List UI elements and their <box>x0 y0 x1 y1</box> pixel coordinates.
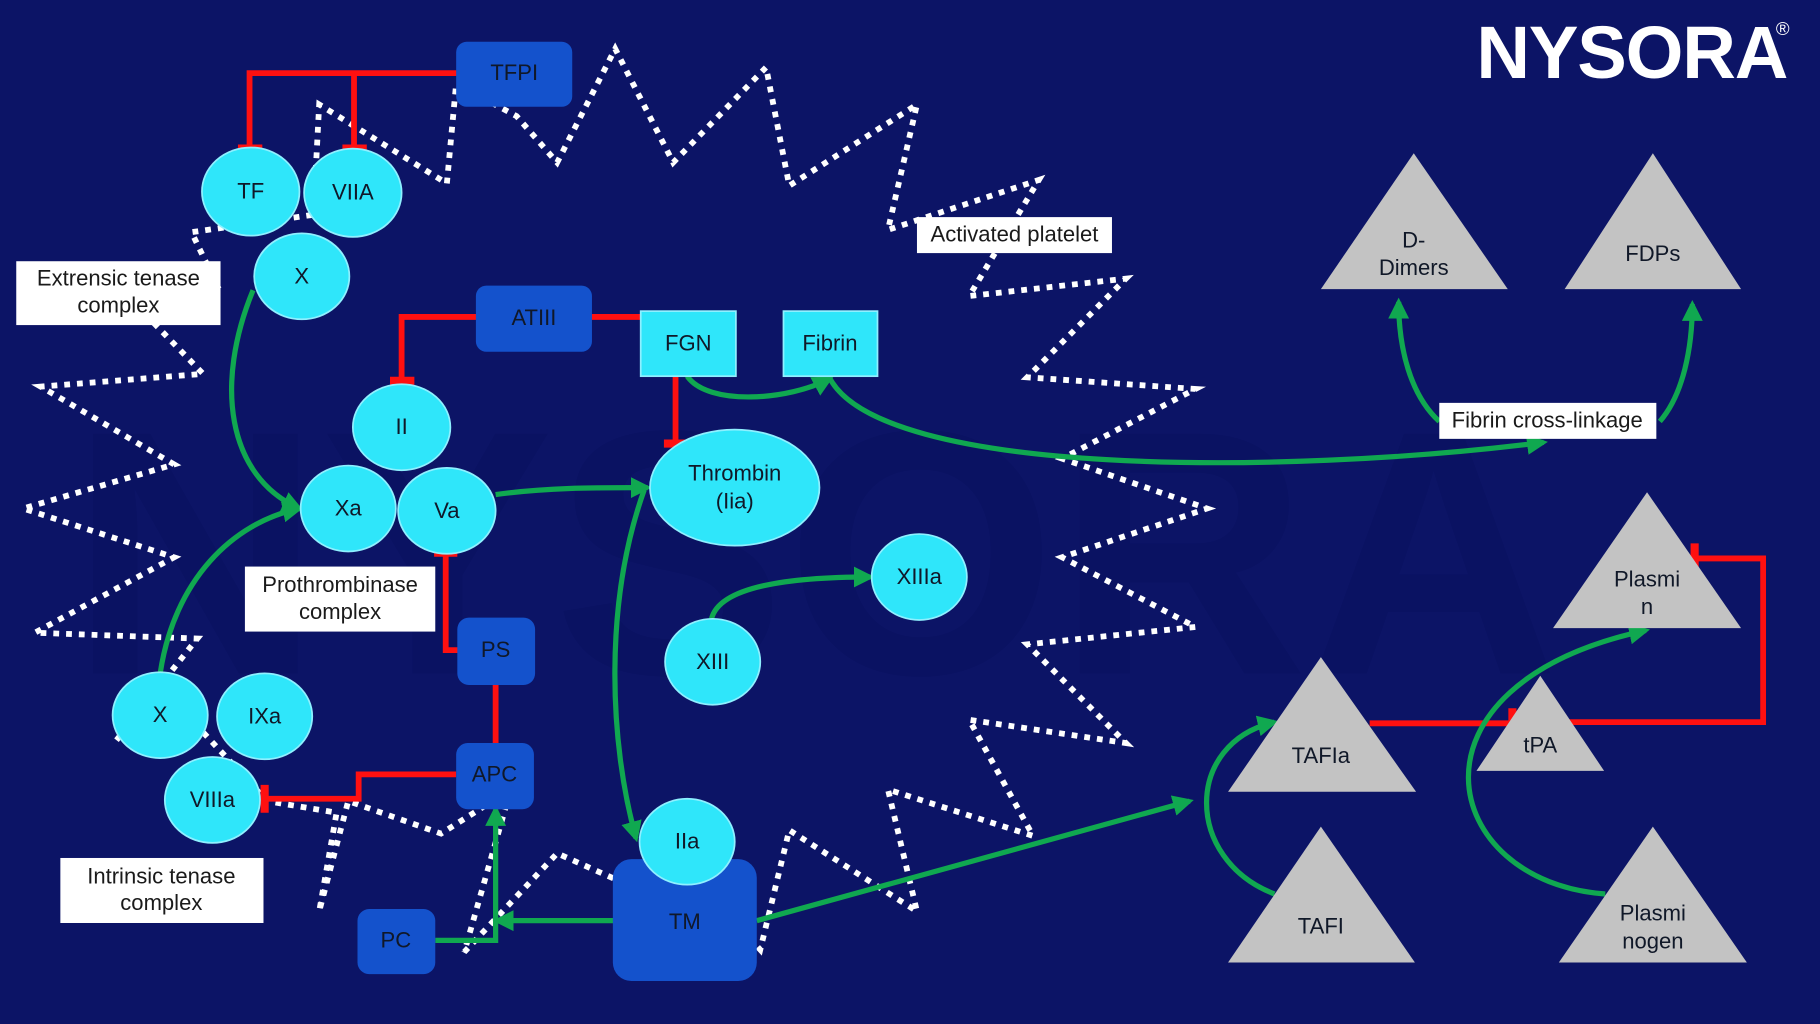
node-x-intrinsic[interactable]: X <box>111 671 209 760</box>
node-plasminogen[interactable]: Plasmi nogen <box>1558 826 1747 963</box>
fgn-to-fibrin-arrow <box>684 374 834 400</box>
tafi-to-tafia-arrow <box>1203 715 1279 897</box>
nysora-logo: NYSORA ® <box>1476 11 1789 94</box>
node-tm[interactable]: TM <box>612 859 757 982</box>
svg-text:TAFIa: TAFIa <box>1292 743 1351 768</box>
svg-text:Xa: Xa <box>335 496 363 521</box>
x-intrinsic-to-xa-arrow <box>157 501 304 674</box>
svg-text:complex: complex <box>77 292 159 317</box>
crosslinkage-to-ddimers-arrow <box>1388 297 1442 424</box>
node-viiia[interactable]: VIIIa <box>163 756 261 844</box>
fibrin-to-crosslinkage-arrow <box>827 377 1548 466</box>
svg-text:complex: complex <box>299 599 381 624</box>
svg-text:D-: D- <box>1402 227 1425 252</box>
svg-text:FDPs: FDPs <box>1625 241 1680 266</box>
svg-text:PC: PC <box>380 927 411 952</box>
svg-text:complex: complex <box>120 890 202 915</box>
node-tfpi[interactable]: TFPI <box>456 41 573 107</box>
node-tafi[interactable]: TAFI <box>1228 826 1415 963</box>
svg-text:Thrombin: Thrombin <box>688 461 781 486</box>
node-ixa[interactable]: IXa <box>216 672 314 761</box>
node-plasmin[interactable]: Plasmi n <box>1553 492 1742 629</box>
svg-text:TAFI: TAFI <box>1298 913 1344 938</box>
label-fibrin-cross-linkage: Fibrin cross-linkage <box>1439 402 1657 439</box>
svg-text:TF: TF <box>237 179 264 204</box>
node-atiii[interactable]: ATIII <box>475 285 592 352</box>
crosslinkage-to-fdps-arrow <box>1657 300 1703 424</box>
node-xiiia[interactable]: XIIIa <box>870 533 968 621</box>
svg-text:Fibrin: Fibrin <box>802 331 857 356</box>
svg-text:Plasmi: Plasmi <box>1620 901 1686 926</box>
node-tf[interactable]: TF <box>201 146 301 237</box>
atiii-inhibits-ii <box>398 314 479 381</box>
svg-text:X: X <box>153 702 168 727</box>
svg-text:®: ® <box>1776 18 1790 39</box>
svg-text:TFPI: TFPI <box>490 60 538 85</box>
node-fgn[interactable]: FGN <box>639 310 737 378</box>
svg-text:VIIIa: VIIIa <box>190 787 236 812</box>
svg-text:ATIII: ATIII <box>511 305 556 330</box>
svg-text:tPA: tPA <box>1523 732 1557 757</box>
x-to-xa-arrow <box>229 289 304 512</box>
activation-links <box>157 289 1703 944</box>
node-pc[interactable]: PC <box>357 909 436 975</box>
node-va[interactable]: Va <box>397 467 497 555</box>
node-viia[interactable]: VIIA <box>303 147 403 238</box>
svg-text:FGN: FGN <box>665 331 712 356</box>
node-ii[interactable]: II <box>351 383 452 472</box>
svg-text:Prothrombinase: Prothrombinase <box>262 572 418 597</box>
plasminogen-to-plasmin-arrow <box>1465 623 1650 897</box>
svg-text:XIII: XIII <box>696 649 729 674</box>
svg-text:Plasmi: Plasmi <box>1614 566 1680 591</box>
svg-text:NYSORA: NYSORA <box>1476 11 1787 94</box>
node-fibrin[interactable]: Fibrin <box>782 310 879 378</box>
node-d-dimers[interactable]: D- Dimers <box>1320 153 1508 290</box>
node-x-extrinsic[interactable]: X <box>253 232 351 321</box>
thrombin-to-iia-arrow <box>612 489 647 843</box>
svg-text:PS: PS <box>481 637 510 662</box>
xiii-to-xiiia-arrow <box>708 566 875 620</box>
svg-text:TM: TM <box>669 909 701 934</box>
tfpi-inhibits-tf <box>246 70 459 149</box>
activated-platelet-outline <box>13 42 1217 956</box>
ps-inhibits-va <box>442 552 459 654</box>
tpa-plasmin-inhibition <box>1569 555 1767 726</box>
tm-to-tafi-arrow <box>756 795 1194 924</box>
svg-text:IXa: IXa <box>248 703 282 728</box>
node-xiii[interactable]: XIII <box>664 617 762 706</box>
node-tafia[interactable]: TAFIa <box>1228 657 1417 792</box>
node-xa[interactable]: Xa <box>299 464 397 553</box>
svg-text:Activated platelet: Activated platelet <box>931 222 1099 247</box>
svg-text:Va: Va <box>434 498 460 523</box>
svg-text:XIIIa: XIIIa <box>897 564 943 589</box>
node-thrombin[interactable]: Thrombin (Iia) <box>649 428 821 547</box>
node-ps[interactable]: PS <box>457 617 536 685</box>
label-intrinsic-tenase-complex: Intrinsic tenase complex <box>60 857 264 923</box>
svg-text:IIa: IIa <box>675 829 700 854</box>
svg-text:Intrinsic tenase: Intrinsic tenase <box>87 864 235 889</box>
node-fdps[interactable]: FDPs <box>1564 153 1742 290</box>
svg-text:n: n <box>1641 594 1653 619</box>
svg-text:Fibrin cross-linkage: Fibrin cross-linkage <box>1452 407 1643 432</box>
node-tpa[interactable]: tPA <box>1476 675 1605 771</box>
svg-text:X: X <box>294 263 309 288</box>
apc-inhibits-viiia <box>264 771 457 802</box>
label-extrinsic-tenase-complex: Extrensic tenase complex <box>16 261 221 326</box>
svg-text:Extrensic tenase: Extrensic tenase <box>37 266 200 291</box>
svg-text:APC: APC <box>472 761 517 786</box>
svg-text:Dimers: Dimers <box>1379 255 1449 280</box>
svg-text:II: II <box>395 414 407 439</box>
svg-text:VIIA: VIIA <box>332 180 374 205</box>
pc-to-apc-arrow <box>435 805 507 944</box>
node-apc[interactable]: APC <box>456 743 534 810</box>
node-iia[interactable]: IIa <box>638 797 736 886</box>
label-prothrombinase-complex: Prothrombinase complex <box>244 566 436 632</box>
va-to-thrombin-arrow <box>495 477 652 499</box>
label-activated-platelet: Activated platelet <box>916 217 1112 254</box>
svg-text:(Iia): (Iia) <box>716 489 754 514</box>
svg-text:nogen: nogen <box>1622 929 1683 954</box>
